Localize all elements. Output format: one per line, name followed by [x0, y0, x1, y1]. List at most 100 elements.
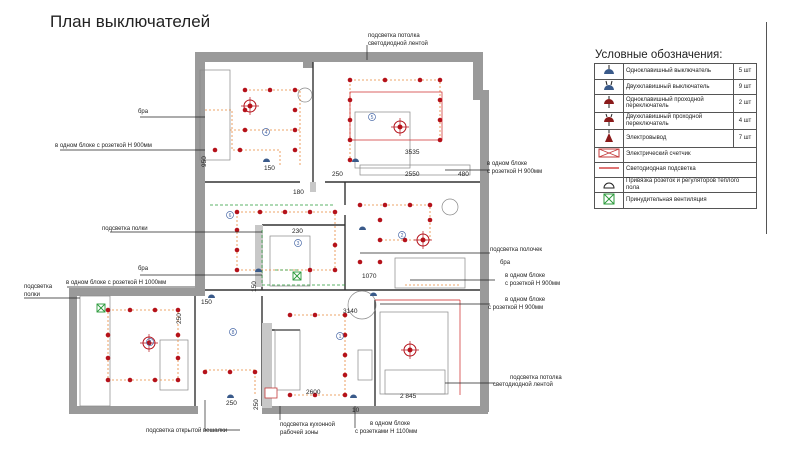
ceiling-led-label: светодиодной лентой	[493, 381, 553, 388]
ceiling-spot-light	[332, 209, 338, 215]
dimension-label: 250	[332, 171, 343, 178]
ceiling-spot-light	[292, 107, 298, 113]
block-900-label: с розеткой Н 900мм	[505, 280, 560, 287]
ceiling-spot-light	[427, 202, 433, 208]
ceiling-spot-light	[437, 137, 443, 143]
ceiling-spot-light	[175, 332, 181, 338]
dimension-label: 180	[293, 189, 304, 196]
legend-title: Условные обозначения:	[595, 49, 723, 61]
ceiling-spot-light	[407, 202, 413, 208]
ventilation-markers	[96, 271, 302, 313]
room-number: 1	[339, 334, 342, 340]
ceiling-spot-light	[342, 352, 348, 358]
ceiling-spot-light	[357, 259, 363, 265]
forced-ventilation-icon	[292, 271, 302, 281]
ceiling-spot-light	[377, 217, 383, 223]
switch-icon	[359, 226, 366, 230]
ceiling-spot-light	[347, 137, 353, 143]
chandelier-icon	[140, 334, 158, 352]
switch-icon	[263, 158, 270, 162]
ceiling-spot-light	[237, 147, 243, 153]
ceiling-spot-light	[227, 369, 233, 375]
forced-ventilation-icon	[96, 303, 106, 313]
ceiling-spot-light	[234, 247, 240, 253]
ceiling-spot-light	[312, 392, 318, 398]
switch-icon	[350, 394, 357, 398]
block-900-label: в одном блоке	[505, 297, 546, 303]
legend-table: Одноклавишный выключатель 5 шт Двухклави…	[594, 63, 757, 209]
ceiling-spot-light	[292, 147, 298, 153]
double-passthrough-switch-icon	[594, 111, 624, 130]
dimension-label: 950	[201, 156, 208, 167]
legend-row: Светодиодная подсветка	[594, 161, 757, 178]
ceiling-spot-light	[202, 369, 208, 375]
interior-walls	[194, 62, 480, 406]
room-number: 6	[229, 213, 232, 219]
shelf-light-label: подсветка	[24, 284, 53, 290]
ceiling-spot-light	[332, 242, 338, 248]
ceiling-spot-light	[127, 377, 133, 383]
room-number-badge	[294, 239, 302, 247]
block-1100-label: в одном блоке	[370, 421, 411, 427]
page-title: План выключателей	[50, 12, 211, 31]
ceiling-spot-light	[105, 355, 111, 361]
dimension-label: 150	[201, 299, 212, 306]
sconce-label: бра	[138, 266, 149, 272]
ceiling-spot-light	[357, 202, 363, 208]
switch-icon	[255, 268, 262, 272]
block-900-label: в одном блоке	[487, 161, 528, 167]
switch-markers	[208, 158, 377, 398]
ceiling-led-label: подсветка потолка	[368, 33, 420, 39]
chandelier-icon	[414, 231, 432, 249]
chandelier-icon	[241, 97, 259, 115]
dimension-label: 250	[226, 400, 237, 407]
switch-icon	[370, 292, 377, 296]
sconce-label: бра	[138, 109, 149, 115]
block-900-label: в одном блоке	[505, 273, 546, 279]
room-number-badge	[262, 128, 270, 136]
ceiling-spot-light	[437, 77, 443, 83]
ceiling-spot-light	[287, 392, 293, 398]
wall-shading	[255, 182, 316, 408]
ceiling-spot-light	[347, 157, 353, 163]
ceiling-spot-light	[377, 259, 383, 265]
ceiling-lights	[105, 77, 443, 398]
block-900-label: с розеткой Н 900мм	[488, 304, 543, 311]
dimension-label: 3535	[405, 149, 420, 156]
ceiling-spot-light	[212, 147, 218, 153]
ceiling-spot-light	[175, 377, 181, 383]
dimension-label: 2550	[405, 171, 420, 178]
ceiling-spot-light	[377, 237, 383, 243]
ceiling-spot-light	[347, 97, 353, 103]
chandelier-icon	[401, 341, 419, 359]
ceiling-spot-light	[437, 117, 443, 123]
legend-count: 2 шт	[733, 94, 757, 113]
forced-ventilation-icon	[594, 192, 624, 209]
room-number: 5	[371, 115, 374, 121]
ceiling-spot-light	[282, 209, 288, 215]
legend-count: 4 шт	[733, 111, 757, 130]
ceiling-spot-light	[437, 97, 443, 103]
shelf-light-label: полки	[24, 292, 40, 298]
ceiling-spot-light	[342, 332, 348, 338]
room-number-badge	[146, 338, 154, 346]
ceiling-spot-light	[127, 307, 133, 313]
legend-label: Светодиодная подсветка	[623, 161, 757, 178]
annotations: подсветка потолка светодиодной лентой бр…	[24, 33, 562, 436]
ceiling-spot-light	[252, 369, 258, 375]
ceiling-spot-light	[402, 237, 408, 243]
switch-icon	[352, 158, 359, 162]
ceiling-spot-light	[105, 332, 111, 338]
ceiling-spot-light	[234, 227, 240, 233]
ceiling-spot-light	[175, 355, 181, 361]
electric-meter-icon	[264, 387, 278, 399]
ceiling-spot-light	[267, 87, 273, 93]
kitchen-work-label: подсветка кухонной	[280, 421, 335, 428]
ventilation-lines	[210, 204, 345, 286]
chandelier-icon	[391, 118, 409, 136]
ceiling-spot-light	[292, 127, 298, 133]
ceiling-spot-light	[152, 307, 158, 313]
ceiling-led-label: светодиодной лентой	[368, 40, 428, 47]
